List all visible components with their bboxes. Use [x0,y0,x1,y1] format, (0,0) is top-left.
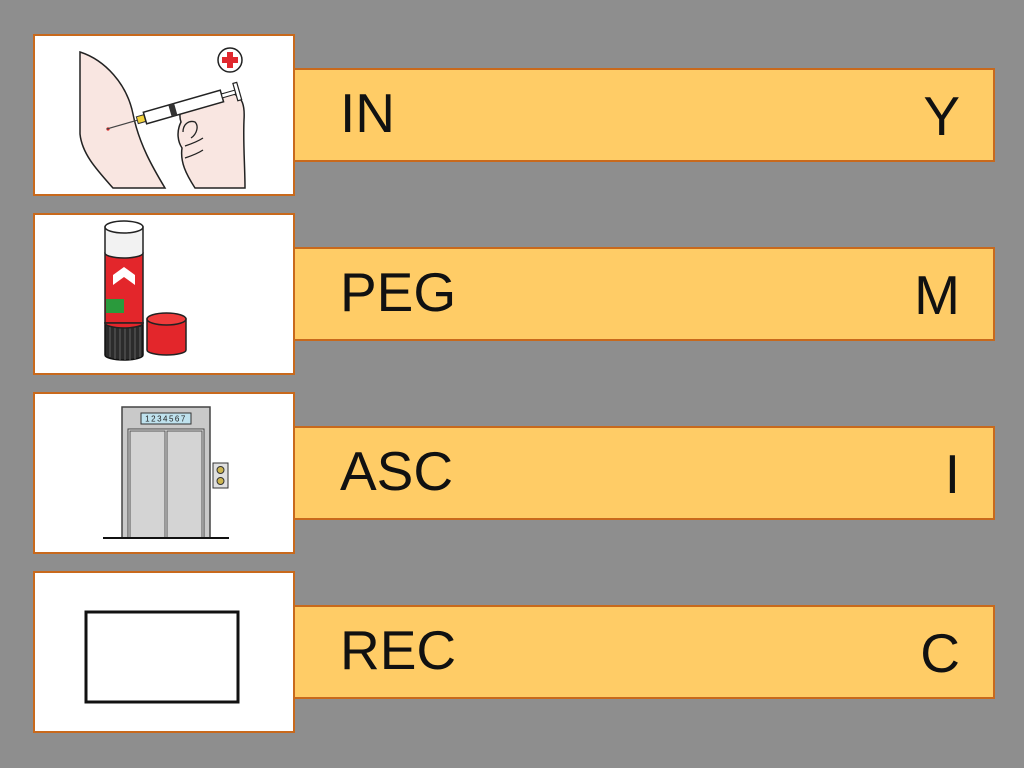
word-bar: ASC I [292,426,995,520]
letter-text: C [920,621,960,684]
syllable-text: ASC [340,439,454,502]
injection-icon [79,47,246,189]
picture-card: 1234567 [33,392,295,554]
word-row: REC C [0,571,1024,733]
elevator-icon: 1234567 [103,406,229,539]
word-bar: IN Y [292,68,995,162]
picture-card [33,571,295,733]
picture-card [33,213,295,375]
syllable-text: REC [340,618,457,681]
letter-text: I [944,442,960,505]
syllable-text: IN [340,81,395,144]
word-bar: PEG M [292,247,995,341]
picture-card [33,34,295,196]
floor-display: 1234567 [145,415,187,424]
word-bar: REC C [292,605,995,699]
letter-text: M [914,263,960,326]
word-row: PEG M [0,213,1024,375]
glue-stick-icon [104,220,187,361]
syllable-text: PEG [340,260,457,323]
word-row: 1234567 ASC I [0,392,1024,554]
rectangle-icon [84,610,240,704]
word-row: IN Y [0,34,1024,196]
letter-text: Y [923,84,960,147]
